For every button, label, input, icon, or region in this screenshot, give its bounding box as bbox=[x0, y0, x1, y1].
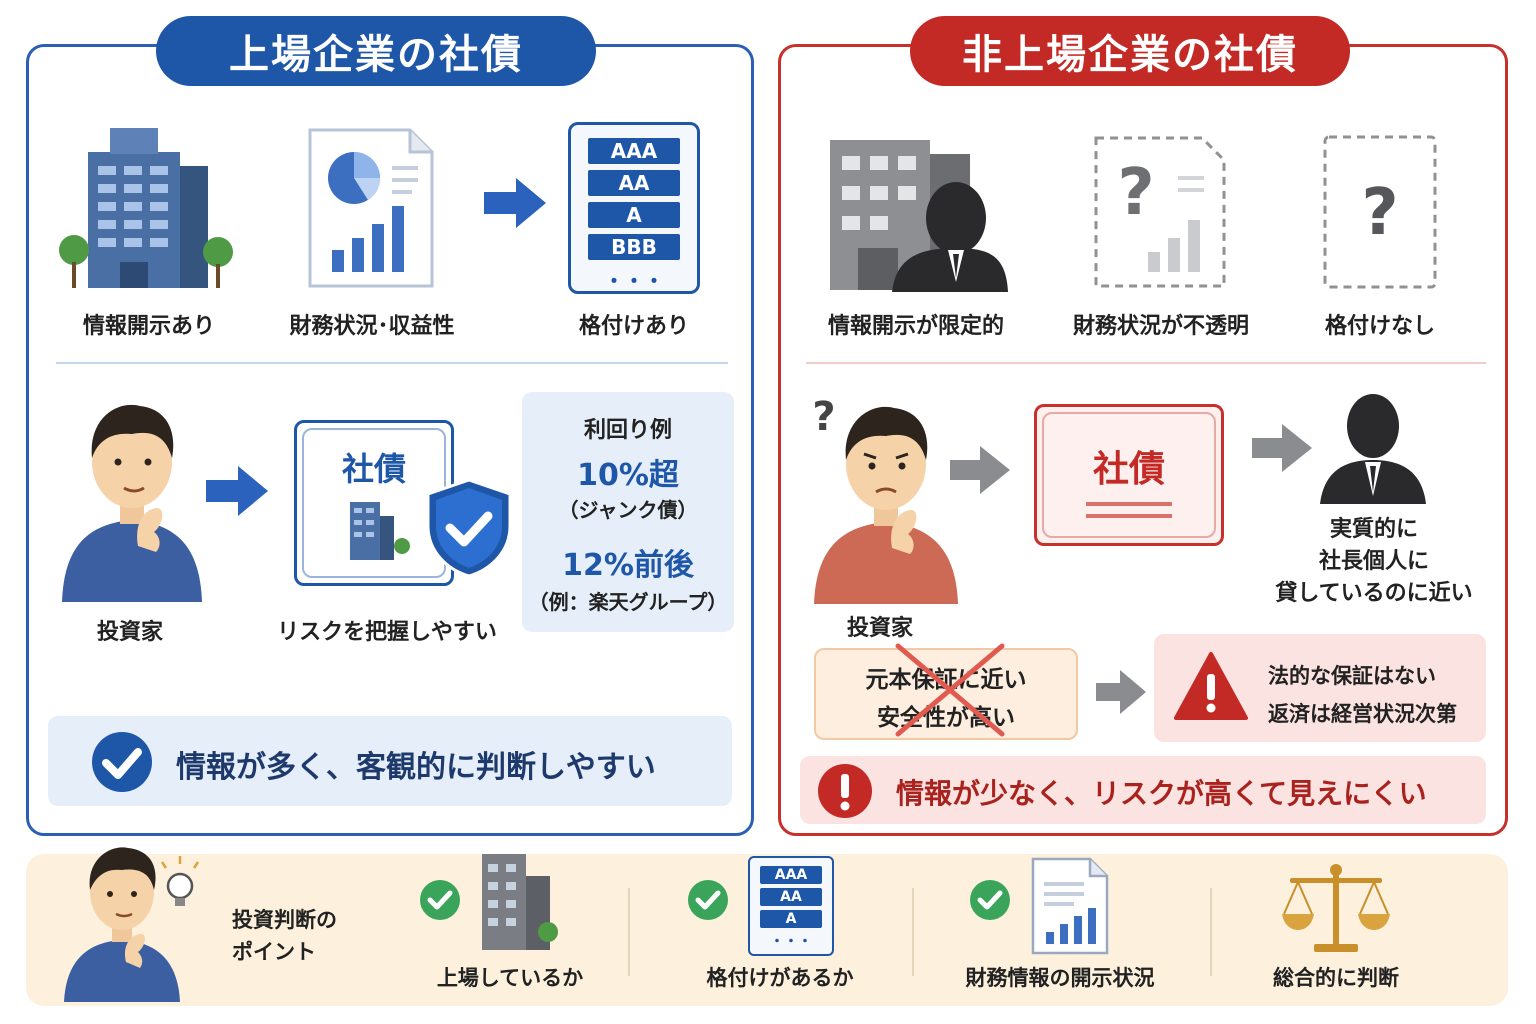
no-rating-icon: ? bbox=[1323, 135, 1437, 289]
ceo-lending-line-3: 貸しているのに近い bbox=[1275, 581, 1473, 606]
financials-label: 財務状況･収益性 bbox=[289, 314, 455, 339]
rating-grade-3: A bbox=[588, 202, 680, 228]
band-separator bbox=[1210, 888, 1212, 976]
svg-text:?: ? bbox=[1117, 156, 1154, 230]
shield-check-icon bbox=[426, 478, 512, 578]
cross-mark-icon bbox=[895, 643, 1005, 737]
svg-text:?: ? bbox=[812, 394, 835, 440]
points-label-line-2: ポイント bbox=[232, 940, 316, 964]
unlisted-bond-border bbox=[1042, 412, 1216, 538]
rating-more-dots: ・・・ bbox=[770, 934, 812, 950]
investor-person-icon bbox=[62, 404, 202, 602]
listed-bond-title: 上場企業の社債 bbox=[156, 16, 596, 86]
limited-disclosure-label: 情報開示が限定的 bbox=[827, 314, 1004, 339]
warning-line-1: 法的な保証はない bbox=[1268, 664, 1436, 688]
alert-circle-icon bbox=[818, 764, 872, 818]
thinking-person-icon bbox=[64, 847, 200, 1002]
opaque-building-icon bbox=[830, 140, 1008, 292]
unlisted-bond-title: 社債 bbox=[1092, 449, 1165, 490]
band-separator bbox=[628, 888, 630, 976]
risk-visible-label: リスクを把握しやすい bbox=[277, 620, 497, 645]
financial-report-icon bbox=[308, 128, 434, 288]
check-listed-label: 上場しているか bbox=[436, 966, 584, 990]
rating-label: 格付けあり bbox=[578, 314, 689, 339]
ceo-silhouette-icon bbox=[1320, 394, 1426, 504]
check-disclosure-label: 財務情報の開示状況 bbox=[965, 966, 1155, 990]
investor-label: 投資家 bbox=[96, 620, 163, 645]
unlisted-summary-text: 情報が少なく、リスクが高くて見えにくい bbox=[896, 777, 1427, 810]
disclosure-label: 情報開示あり bbox=[82, 314, 215, 339]
check-circle-icon bbox=[92, 732, 152, 792]
bond-certificate-title: 社債 bbox=[341, 450, 406, 488]
warning-line-2: 返済は経営状況次第 bbox=[1268, 702, 1457, 726]
yield-example-title: 利回り例 bbox=[583, 418, 672, 443]
green-check-icon bbox=[970, 880, 1010, 920]
band-separator bbox=[912, 888, 914, 976]
right-divider bbox=[806, 362, 1486, 364]
unlisted-summary-box bbox=[800, 756, 1486, 824]
yield-note-junk: （ジャンク債） bbox=[558, 498, 698, 522]
rating-grade-1: AAA bbox=[760, 866, 822, 884]
warning-triangle-icon bbox=[1174, 652, 1248, 720]
opaque-financials-label: 財務状況が不透明 bbox=[1072, 314, 1249, 339]
yield-note-rakuten: （例：楽天グループ） bbox=[528, 590, 728, 614]
small-building-icon bbox=[350, 502, 410, 560]
arrow-right-icon bbox=[1096, 670, 1146, 714]
disclosure-document-icon bbox=[1031, 857, 1109, 955]
certificate-line bbox=[1086, 502, 1172, 506]
svg-text:?: ? bbox=[1361, 176, 1398, 250]
rating-grade-4: BBB bbox=[588, 234, 680, 260]
unlisted-bond-title: 非上場企業の社債 bbox=[910, 16, 1350, 86]
arrow-right-icon bbox=[206, 466, 268, 516]
worried-investor-icon: ? bbox=[812, 394, 958, 604]
yield-example-box bbox=[522, 392, 734, 632]
green-check-icon bbox=[688, 880, 728, 920]
ceo-lending-line-2: 社長個人に bbox=[1318, 549, 1429, 574]
certificate-line bbox=[1086, 514, 1172, 518]
listed-summary-text: 情報が多く、客観的に判断しやすい bbox=[176, 750, 656, 785]
green-check-icon bbox=[420, 880, 460, 920]
unlisted-bond-certificate bbox=[1034, 404, 1224, 546]
no-rating-label: 格付けなし bbox=[1324, 314, 1435, 339]
check-rating-label: 格付けがあるか bbox=[706, 966, 854, 990]
yield-value-junk: 10%超 bbox=[577, 458, 679, 493]
arrow-right-icon bbox=[950, 446, 1010, 494]
unlisted-investor-label: 投資家 bbox=[846, 616, 913, 641]
rating-grade-1: AAA bbox=[588, 138, 680, 164]
unclear-financials-icon: ? bbox=[1094, 136, 1226, 288]
arrow-right-icon bbox=[1252, 424, 1312, 472]
rating-grade-2: AA bbox=[588, 170, 680, 196]
points-label-line-1: 投資判断の bbox=[232, 908, 337, 932]
check-overall-label: 総合的に判断 bbox=[1273, 966, 1399, 990]
left-divider bbox=[56, 362, 728, 364]
rating-more-dots: ・・・ bbox=[604, 268, 664, 293]
balance-scale-icon bbox=[1282, 864, 1390, 952]
rating-grade-2: AA bbox=[760, 888, 822, 906]
listed-summary-box bbox=[48, 716, 732, 806]
arrow-right-icon bbox=[484, 178, 546, 228]
yield-value-rakuten: 12%前後 bbox=[562, 548, 694, 583]
rating-grade-3: A bbox=[760, 910, 822, 928]
ceo-lending-line-1: 実質的に bbox=[1329, 517, 1418, 542]
office-building-icon bbox=[59, 128, 233, 288]
listed-building-icon bbox=[482, 854, 558, 950]
